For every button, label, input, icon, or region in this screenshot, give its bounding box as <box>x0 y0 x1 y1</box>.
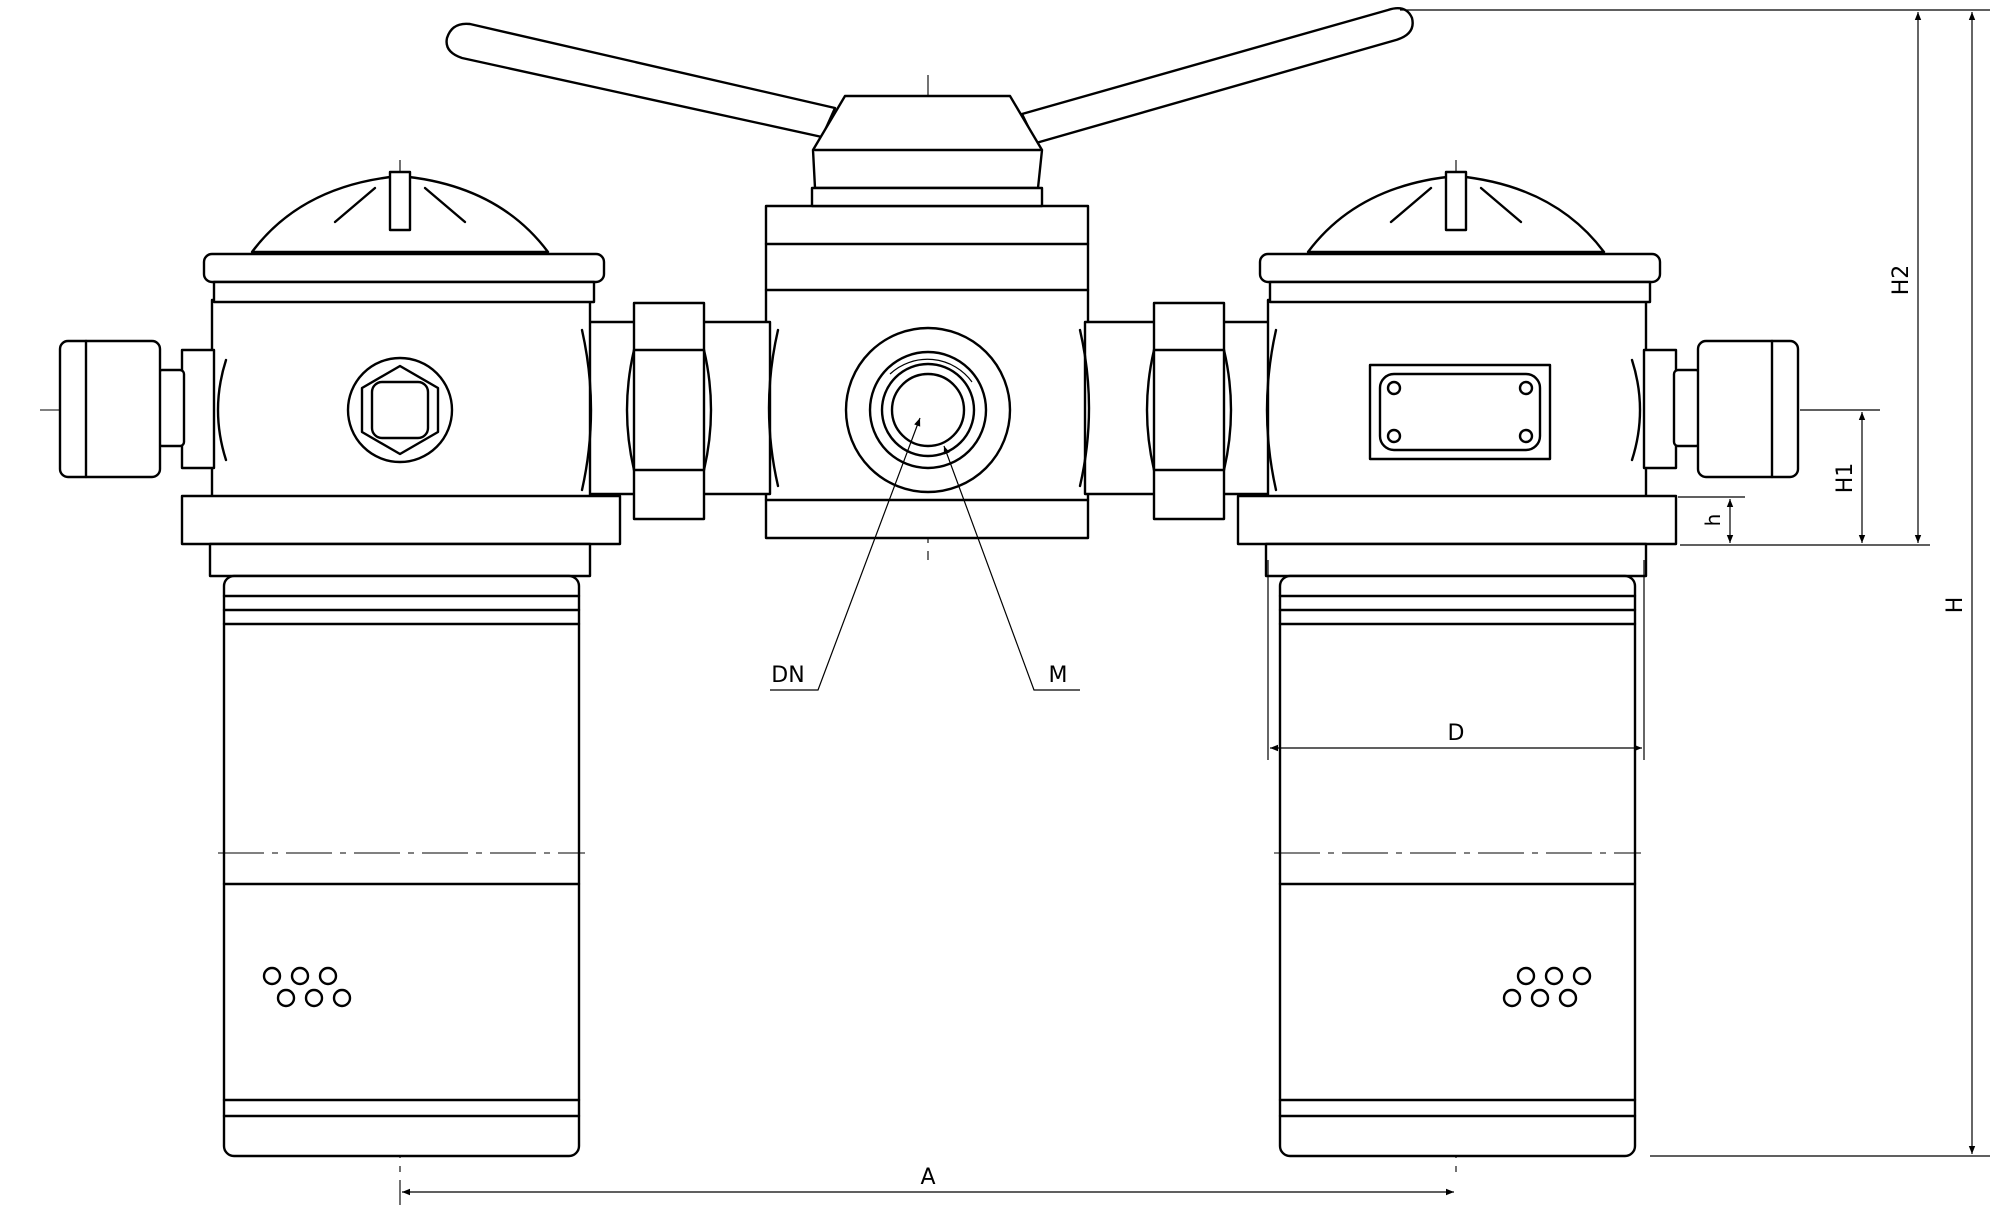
label-M: M <box>1049 663 1068 688</box>
changeover-valve <box>764 94 1090 540</box>
right-filter <box>1236 170 1800 1158</box>
label-A: A <box>920 1165 935 1190</box>
leader-DN <box>770 417 921 691</box>
label-H: H <box>1943 597 1968 614</box>
dimensions: H H2 H1 h D A DN M <box>402 9 1990 1196</box>
lever-handle <box>445 7 1414 145</box>
label-h: h <box>1701 514 1725 527</box>
label-H2: H2 <box>1889 265 1914 296</box>
label-D: D <box>1448 721 1465 746</box>
label-H1: H1 <box>1833 463 1858 494</box>
leader-M <box>943 445 1080 691</box>
label-DN: DN <box>771 663 804 688</box>
connectors <box>578 301 1277 521</box>
left-filter <box>58 170 622 1158</box>
